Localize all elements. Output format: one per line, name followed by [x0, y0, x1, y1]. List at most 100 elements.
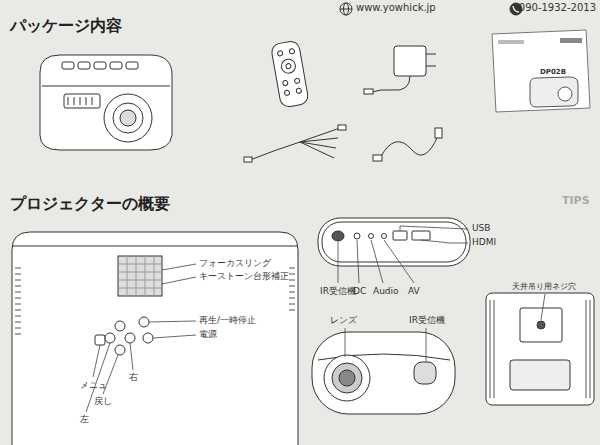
part-label: キーストーン台形補正: [199, 271, 289, 281]
projector-front-view: [312, 332, 455, 414]
phone-number: 090-1932-2013: [519, 2, 596, 14]
projector-drawing: [42, 86, 170, 87]
projector-top-view: [15, 298, 21, 299]
projector-back-view: [354, 233, 360, 239]
remote-drawing: [270, 40, 309, 108]
remote-drawing: [270, 40, 309, 108]
leader-lines: [338, 242, 339, 283]
projector-drawing: [68, 97, 69, 105]
projector-top-view: [115, 345, 125, 355]
leader-lines: [338, 226, 468, 283]
adapter-drawing: [426, 66, 436, 67]
adapter-drawing: [372, 76, 410, 92]
projector-bottom-view: [490, 300, 590, 398]
leader-lines: [541, 294, 545, 320]
projector-top-view: [15, 316, 21, 317]
website: www.yowhick.jp: [356, 2, 436, 14]
projector-back-view: [318, 218, 470, 266]
projector-back-view: [332, 231, 344, 241]
projector-bottom-view: [510, 360, 570, 390]
remote-drawing: [296, 88, 302, 94]
globe-icon: [340, 3, 352, 15]
projector-top-view: [15, 328, 21, 329]
globe-icon: [340, 9, 352, 10]
projector-top-view: [118, 264, 162, 265]
leader-lines: [421, 240, 468, 243]
package-box: [560, 38, 582, 43]
projector-top-view: [289, 310, 295, 311]
projector-top-view: [115, 321, 125, 331]
projector-top-view: [154, 256, 155, 296]
phone-icon: [513, 6, 519, 12]
projector-top-view: [139, 317, 149, 327]
package-box: [492, 30, 590, 112]
leader-lines: [384, 240, 414, 283]
projector-drawing: [80, 97, 81, 105]
av-cable: [244, 125, 346, 162]
model-name: DP02B: [540, 68, 566, 76]
projector-top-view: [12, 232, 298, 445]
projector-drawing: [74, 97, 75, 105]
projector-drawing: [113, 103, 143, 133]
projector-back-view: [369, 234, 374, 239]
remote-drawing: [282, 80, 288, 86]
watermark: TIPS: [562, 195, 590, 208]
projector-top-view: [125, 333, 135, 343]
leader-lines: [162, 264, 196, 270]
projector-top-view: [15, 286, 21, 287]
projector-top-view: [118, 280, 162, 281]
leader-lines: [371, 240, 383, 283]
package-box: [530, 77, 578, 107]
leader-lines: [162, 277, 196, 284]
projector-top-view: [289, 274, 295, 275]
package-box: [492, 30, 590, 112]
leader-lines: [541, 294, 545, 320]
part-label: 右: [129, 372, 138, 382]
projector-drawing: [62, 62, 74, 69]
leader-lines: [130, 343, 133, 370]
leader-lines: [345, 328, 346, 357]
port-label: DC: [353, 286, 366, 296]
projector-back-view: [382, 234, 387, 239]
projector-top-view: [12, 246, 298, 247]
section-title: パッケージ内容: [10, 17, 122, 35]
adapter-drawing: [364, 46, 436, 94]
part-label: レンズ: [330, 315, 357, 325]
projector-bottom-view: [490, 300, 491, 398]
projector-front-view: [324, 355, 370, 401]
projector-back-view: [318, 218, 470, 266]
adapter-drawing: [394, 46, 426, 76]
av-cable: [300, 142, 334, 158]
part-label: 天井吊り用ネジ穴: [512, 282, 576, 291]
projector-top-view: [15, 274, 21, 275]
remote-drawing: [277, 50, 283, 56]
part-label: 再生/一時停止: [199, 315, 256, 325]
part-label: 電源: [199, 329, 217, 339]
port-label: HDMI: [472, 237, 496, 247]
projector-bottom-view: [486, 293, 594, 405]
leader-lines: [149, 321, 196, 322]
usb-cable: [380, 136, 438, 158]
leader-lines: [357, 240, 359, 283]
section-title: プロジェクターの概要: [10, 195, 170, 213]
port-label: Audio: [373, 286, 399, 296]
leader-lines: [426, 328, 427, 362]
projector-bottom-view: [586, 300, 587, 398]
part-label: メニュ: [80, 380, 107, 390]
projector-front-view: [414, 362, 436, 384]
leader-lines: [400, 226, 468, 231]
projector-drawing: [104, 94, 152, 142]
adapter-drawing: [364, 89, 373, 94]
projector-bottom-view: [520, 308, 562, 342]
projector-top-view: [289, 280, 295, 281]
projector-top-view: [136, 256, 137, 296]
projector-top-view: [105, 333, 115, 343]
globe-icon: [340, 3, 352, 15]
usb-cable: [373, 128, 442, 161]
projector-front-view: [339, 370, 355, 386]
projector-top-view: [95, 335, 105, 345]
projector-back-view: [412, 231, 430, 240]
projector-top-view: [143, 333, 153, 343]
projector-bottom-view: [486, 293, 594, 405]
